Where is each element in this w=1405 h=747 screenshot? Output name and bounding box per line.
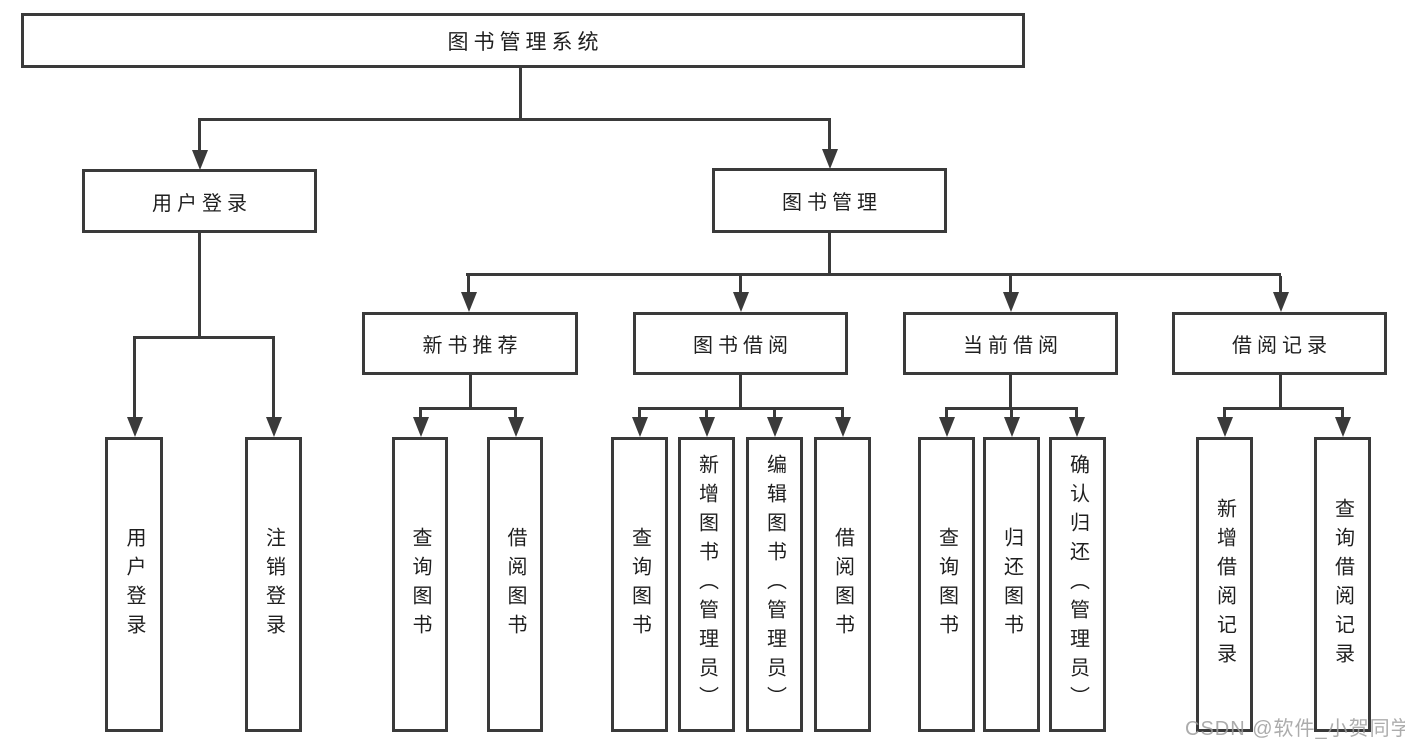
connector-to-section	[467, 276, 470, 295]
connector-to-leaf	[514, 407, 517, 420]
node-user-login: 用户登录	[82, 169, 317, 233]
leaf-query-borrow-record: 查询借阅记录	[1314, 437, 1371, 732]
leaf-query-books-borrow: 查询图书	[611, 437, 668, 732]
leaf-add-books-admin-label: 新增图书（管理员）	[695, 454, 718, 715]
arrowhead-icon	[1069, 417, 1085, 437]
node-current-borrow: 当前借阅	[903, 312, 1118, 375]
arrowhead-icon	[508, 417, 524, 437]
connector-section-split	[419, 407, 517, 410]
connector-to-leaf	[1010, 407, 1013, 420]
connector-to-leaf	[133, 336, 136, 420]
leaf-query-books-borrow-label: 查询图书	[628, 526, 651, 643]
arrowhead-icon	[767, 417, 783, 437]
connector-to-section	[1009, 276, 1012, 295]
node-book-mgmt: 图书管理	[712, 168, 947, 233]
connector-to-leaf	[1341, 407, 1344, 420]
node-new-book-recommend: 新书推荐	[362, 312, 578, 375]
connector-to-leaf	[773, 407, 776, 420]
connector-to-leaf	[841, 407, 844, 420]
arrowhead-icon	[266, 417, 282, 437]
arrowhead-icon	[192, 150, 208, 170]
arrowhead-icon	[1217, 417, 1233, 437]
node-user-login-label: 用户登录	[152, 192, 252, 215]
leaf-confirm-return-admin: 确认归还（管理员）	[1049, 437, 1106, 732]
leaf-user-login-label: 用户登录	[123, 526, 145, 643]
node-new-book-recommend-label: 新书推荐	[422, 335, 523, 357]
connector-to-leaf	[272, 336, 275, 420]
leaf-add-borrow-record: 新增借阅记录	[1196, 437, 1253, 732]
node-root: 图书管理系统	[21, 13, 1025, 68]
leaf-borrow-books-label: 借阅图书	[831, 526, 854, 643]
connector-section-split	[638, 407, 843, 410]
connector-to-leaf	[419, 407, 422, 420]
leaf-borrow-books: 借阅图书	[814, 437, 871, 732]
arrowhead-icon	[632, 417, 648, 437]
leaf-add-books-admin: 新增图书（管理员）	[678, 437, 735, 732]
connector-to-leaf	[1223, 407, 1226, 420]
connector-section-stem	[739, 375, 742, 410]
connector-section-stem	[1279, 375, 1282, 410]
arrowhead-icon	[733, 292, 749, 312]
connector-book-mgmt-split	[466, 273, 1281, 276]
connector-to-user-login	[198, 121, 201, 153]
leaf-borrow-books-recommend-label: 借阅图书	[504, 526, 526, 643]
connector-user-login-stem	[198, 233, 201, 339]
connector-to-section	[739, 276, 742, 295]
leaf-logout: 注销登录	[245, 437, 302, 732]
arrowhead-icon	[835, 417, 851, 437]
leaf-query-books-recommend: 查询图书	[392, 437, 448, 732]
arrowhead-icon	[1273, 292, 1289, 312]
arrowhead-icon	[1335, 417, 1351, 437]
leaf-logout-label: 注销登录	[262, 526, 285, 643]
csdn-watermark: CSDN @软件_小贺同学	[1185, 718, 1405, 740]
arrowhead-icon	[127, 417, 143, 437]
leaf-query-books-current-label: 查询图书	[935, 526, 958, 643]
connector-section-split	[1223, 407, 1343, 410]
node-book-borrow: 图书借阅	[633, 312, 848, 375]
arrowhead-icon	[413, 417, 429, 437]
connector-to-leaf	[945, 407, 948, 420]
node-root-label: 图书管理系统	[447, 30, 604, 54]
node-borrow-record-label: 借阅记录	[1232, 335, 1332, 357]
leaf-edit-books-admin: 编辑图书（管理员）	[746, 437, 803, 732]
leaf-borrow-books-recommend: 借阅图书	[487, 437, 543, 732]
leaf-user-login: 用户登录	[105, 437, 163, 732]
connector-to-leaf	[1075, 407, 1078, 420]
leaf-confirm-return-admin-label: 确认归还（管理员）	[1066, 454, 1089, 715]
arrowhead-icon	[1003, 292, 1019, 312]
arrowhead-icon	[1004, 417, 1020, 437]
arrowhead-icon	[699, 417, 715, 437]
connector-user-login-split	[133, 336, 275, 339]
connector-book-mgmt-stem	[828, 233, 831, 276]
connector-to-book-mgmt	[828, 121, 831, 152]
connector-to-section	[1279, 276, 1282, 295]
leaf-edit-books-admin-label: 编辑图书（管理员）	[763, 454, 786, 715]
leaf-return-books-label: 归还图书	[1000, 526, 1023, 643]
node-current-borrow-label: 当前借阅	[963, 335, 1063, 357]
connector-to-leaf	[705, 407, 708, 420]
arrowhead-icon	[939, 417, 955, 437]
arrowhead-icon	[461, 292, 477, 312]
leaf-query-borrow-record-label: 查询借阅记录	[1331, 497, 1354, 672]
leaf-query-books-recommend-label: 查询图书	[409, 526, 431, 643]
leaf-add-borrow-record-label: 新增借阅记录	[1213, 497, 1236, 672]
connector-section-stem	[1009, 375, 1012, 410]
connector-root-stem	[519, 68, 522, 121]
leaf-query-books-current: 查询图书	[918, 437, 975, 732]
connector-root-split	[198, 118, 831, 121]
node-borrow-record: 借阅记录	[1172, 312, 1387, 375]
leaf-return-books: 归还图书	[983, 437, 1040, 732]
node-book-mgmt-label: 图书管理	[782, 192, 882, 214]
connector-to-leaf	[638, 407, 641, 420]
connector-section-stem	[469, 375, 472, 410]
node-book-borrow-label: 图书借阅	[693, 335, 793, 357]
arrowhead-icon	[822, 149, 838, 169]
